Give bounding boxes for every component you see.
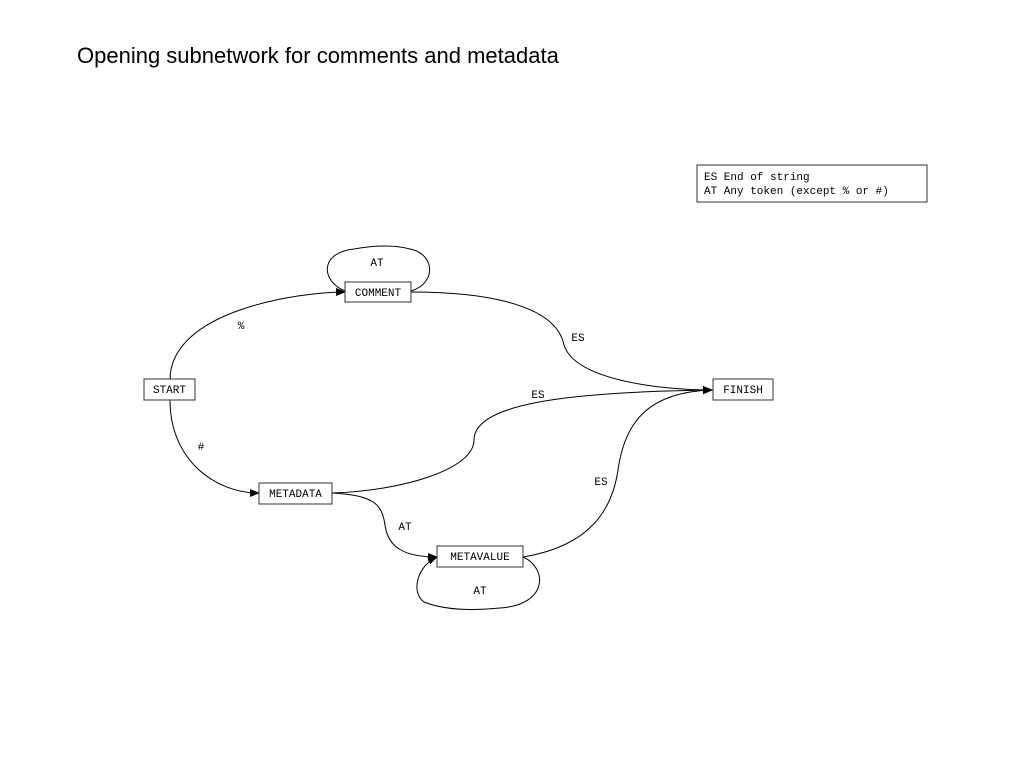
edge-comment-loop — [326, 245, 431, 292]
node-comment: COMMENT — [344, 281, 412, 303]
edge-metadata-to-metavalue — [331, 492, 438, 561]
edge-start-to-metadata — [169, 399, 260, 497]
edge-start-to-comment — [169, 288, 346, 381]
node-start-label: START — [153, 385, 186, 397]
edge-label-percent: % — [238, 321, 245, 333]
edge-metavalue-to-finish — [522, 386, 713, 558]
edge-label-metavalue-loop: AT — [473, 586, 487, 598]
legend-entry-es: ES End of string — [704, 172, 810, 184]
node-start: START — [143, 378, 196, 401]
edge-label-metadata-metavalue: AT — [398, 522, 412, 534]
edge-label-comment-finish: ES — [571, 333, 585, 345]
edge-label-metadata-finish: ES — [531, 390, 545, 402]
legend: ES End of string AT Any token (except % … — [696, 164, 928, 203]
edge-label-comment-loop: AT — [370, 258, 384, 270]
legend-entry-at: AT Any token (except % or #) — [704, 186, 889, 198]
edge-comment-to-finish — [410, 291, 713, 394]
node-metavalue-label: METAVALUE — [450, 552, 510, 564]
node-metadata-label: METADATA — [269, 489, 322, 501]
edge-metavalue-loop — [416, 556, 540, 611]
node-comment-label: COMMENT — [355, 288, 402, 300]
node-finish-label: FINISH — [723, 385, 763, 397]
edge-label-metavalue-finish: ES — [594, 477, 608, 489]
edge-metadata-to-finish — [331, 386, 713, 494]
page-title: Opening subnetwork for comments and meta… — [77, 43, 559, 68]
node-metavalue: METAVALUE — [436, 545, 524, 568]
node-finish: FINISH — [712, 378, 774, 401]
edge-label-hash: # — [198, 442, 205, 454]
node-metadata: METADATA — [258, 482, 333, 505]
